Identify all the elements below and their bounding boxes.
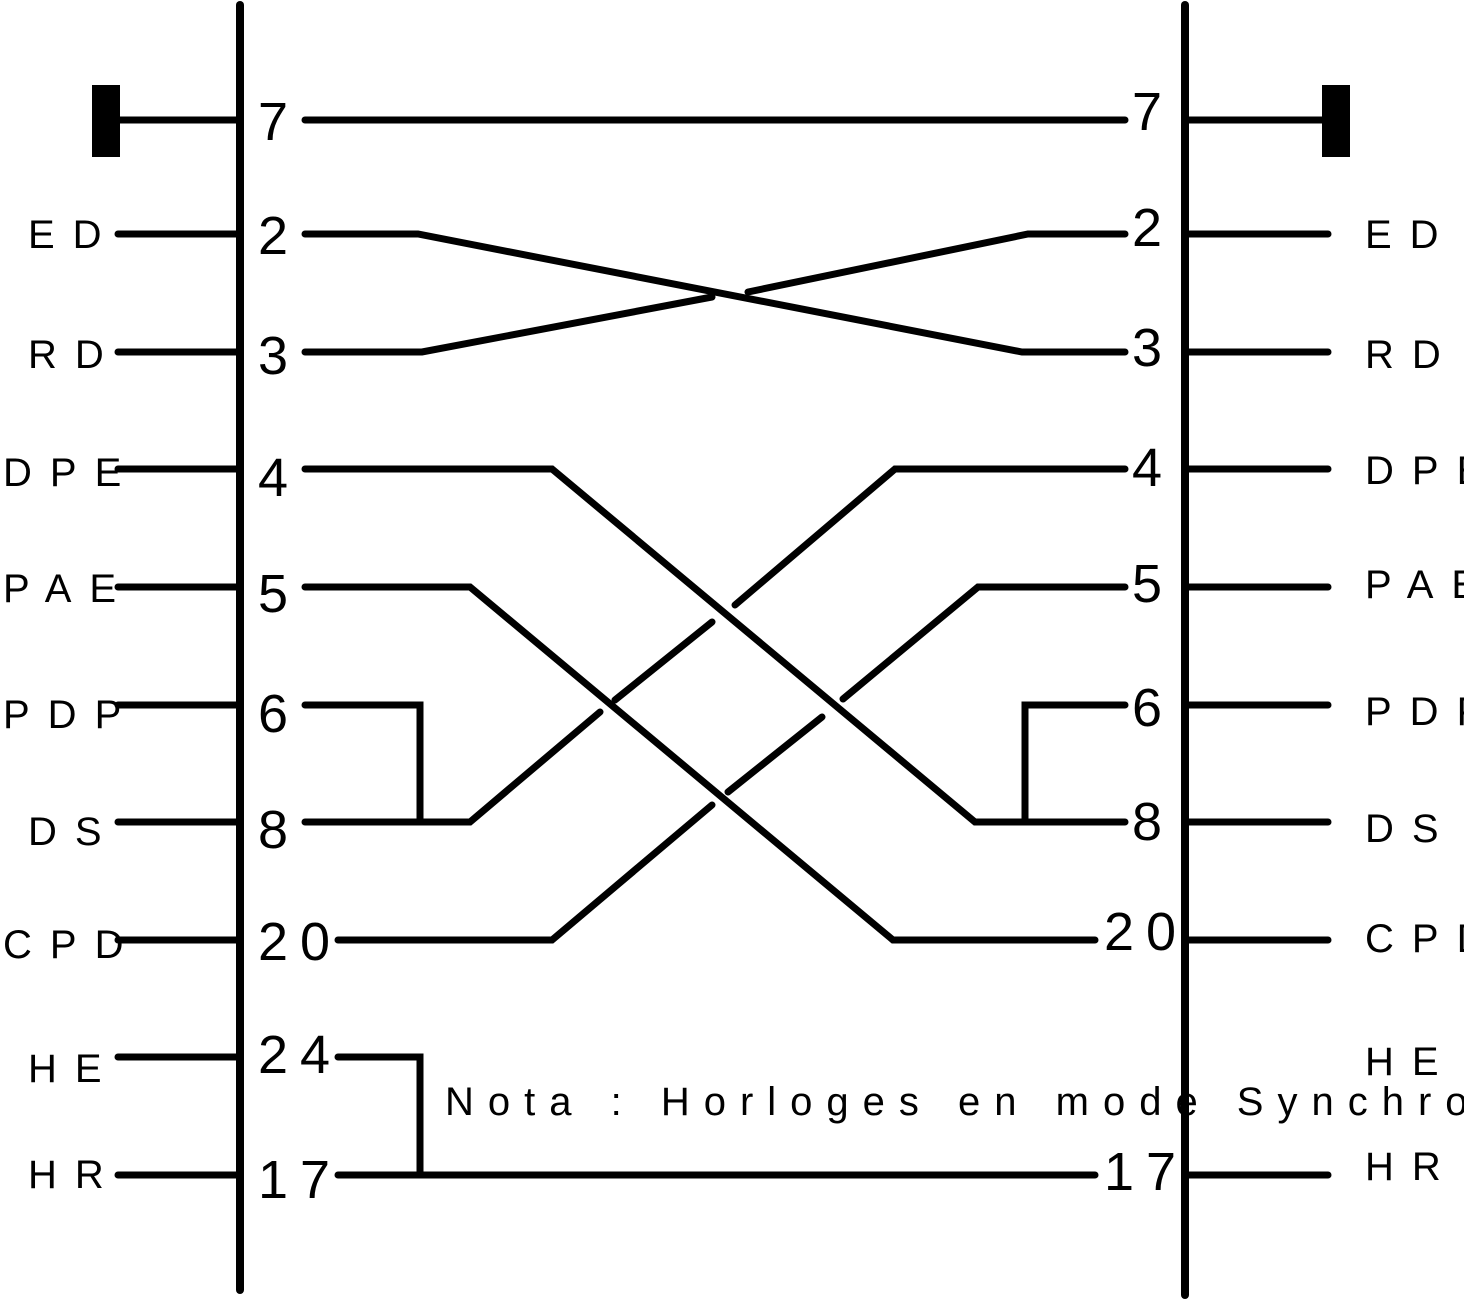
- right-pin-5: 5: [1132, 554, 1174, 614]
- wire-20-5-c: [839, 583, 1129, 703]
- left-pin-5: 5: [258, 564, 300, 624]
- left-pin-numbers: 7 2 3 4 5 6 8 20 24 17: [258, 92, 342, 1210]
- right-pin-4: 4: [1132, 438, 1174, 498]
- left-pin-6: 6: [258, 684, 300, 744]
- wire-20-5-a: [334, 801, 716, 944]
- right-ground-symbol: [1181, 85, 1350, 157]
- left-pin-8: 8: [258, 800, 300, 860]
- left-ground-symbol: [92, 85, 244, 157]
- right-signal-labels: ED RD DPE PAE PDP DS CPD HE HR: [1365, 213, 1464, 1189]
- right-label-he: HE: [1365, 1040, 1457, 1084]
- synchronous-clock-note: Nota : Horloges en mode Synchrone: [445, 1080, 1464, 1124]
- left-pin-4: 4: [258, 448, 300, 508]
- wire-3-2-a: [301, 293, 716, 356]
- right-pin-2: 2: [1132, 198, 1174, 258]
- wire-5-20: [301, 583, 1099, 944]
- left-pin-3: 3: [258, 326, 300, 386]
- left-pin-2: 2: [258, 206, 300, 266]
- left-label-he: HE: [28, 1047, 120, 1091]
- right-label-pae: PAE: [1365, 563, 1464, 607]
- left-label-pae: PAE: [3, 567, 134, 611]
- left-label-ds: DS: [28, 810, 120, 854]
- right-label-dpe: DPE: [1365, 449, 1464, 493]
- left-pin-17: 17: [258, 1150, 342, 1210]
- left-label-rd: RD: [28, 333, 122, 377]
- right-pin-20: 20: [1104, 902, 1188, 962]
- left-label-hr: HR: [28, 1153, 122, 1197]
- right-label-rd: RD: [1365, 333, 1459, 377]
- wire-8-4-b: [611, 618, 716, 704]
- left-label-ed: ED: [28, 213, 120, 257]
- left-pin-7: 7: [258, 92, 300, 152]
- wire-6-8-left-loop: [301, 701, 424, 826]
- wiring: [301, 116, 1129, 1179]
- left-signal-labels: ED RD DPE PAE PDP DS CPD HE HR: [3, 213, 141, 1197]
- wire-3-2-b: [744, 230, 1129, 296]
- left-pin-20: 20: [258, 912, 342, 972]
- wire-8-4-c: [731, 465, 1129, 609]
- right-label-ds: DS: [1365, 807, 1457, 851]
- left-label-cpd: CPD: [3, 923, 141, 967]
- right-pin-17: 17: [1104, 1142, 1188, 1202]
- wire-2-3: [301, 230, 1129, 356]
- left-pin-24: 24: [258, 1025, 342, 1085]
- right-pin-3: 3: [1132, 318, 1174, 378]
- wire-4-8: [301, 465, 1129, 826]
- right-label-ed: ED: [1365, 213, 1457, 257]
- wire-8-4-a: [301, 708, 604, 826]
- right-label-pdp: PDP: [1365, 690, 1464, 734]
- right-pin-6: 6: [1132, 678, 1174, 738]
- right-label-hr: HR: [1365, 1145, 1459, 1189]
- wire-24-17: [334, 1053, 424, 1179]
- right-signal-stubs: [1181, 230, 1332, 1179]
- left-signal-stubs: [114, 230, 244, 1179]
- left-label-pdp: PDP: [3, 693, 139, 737]
- left-label-dpe: DPE: [3, 451, 139, 495]
- right-pin-numbers: 7 2 3 4 5 6 8 20 17: [1104, 82, 1188, 1202]
- wire-6-8-right-loop: [1021, 701, 1129, 826]
- wire-20-5-b: [724, 713, 826, 796]
- right-pin-8: 8: [1132, 792, 1174, 852]
- right-label-cpd: CPD: [1365, 917, 1464, 961]
- right-pin-7: 7: [1132, 82, 1174, 142]
